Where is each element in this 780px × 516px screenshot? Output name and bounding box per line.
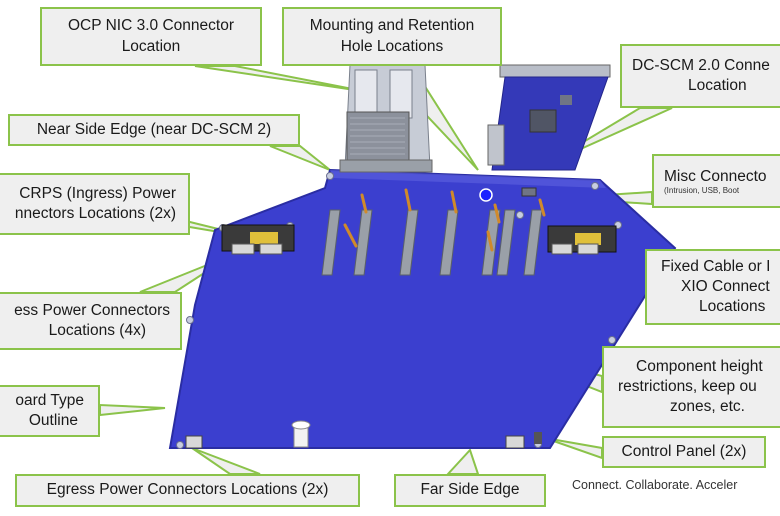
callout-fixed-cable-xio: Fixed Cable or I XIO Connect Locations (645, 249, 780, 325)
crps-power-connector-left (221, 224, 295, 255)
expansion-slots (321, 209, 543, 276)
callout-control-panel: Control Panel (2x) (602, 436, 766, 468)
slot-retention-pins (343, 188, 546, 252)
callout-mounting-holes: Mounting and Retention Hole Locations (282, 7, 502, 66)
dc-scm-card (487, 64, 611, 171)
misc-connector (521, 187, 537, 197)
callout-ocp-nic-location: OCP NIC 3.0 Connector Location (40, 7, 262, 66)
callout-egress-power-connectors: Egress Power Connectors Locations (2x) (15, 474, 360, 507)
motherboard (168, 168, 677, 449)
callout-misc-connectors: Misc Connecto (Intrusion, USB, Boot (652, 154, 780, 208)
callout-crps-power-connectors: CRPS (Ingress) Power nnectors Locations … (0, 173, 190, 235)
callout-dc-scm-location: DC-SCM 2.0 Conne Location (620, 44, 780, 108)
callout-board-type-outline: oard Type Outline (0, 385, 100, 437)
footer-tagline: Connect. Collaborate. Acceler (572, 478, 738, 492)
standoff-post (291, 420, 311, 448)
callout-ingress-power-connectors: ess Power Connectors Locations (4x) (0, 292, 182, 350)
callout-far-side-edge: Far Side Edge (394, 474, 546, 507)
crps-power-connector-right (547, 225, 617, 255)
highlight-hole-icon (479, 188, 493, 202)
ocp-nic-cards (339, 64, 433, 173)
callout-near-side-edge: Near Side Edge (near DC-SCM 2) (8, 114, 300, 146)
callout-component-restrictions: Component height restrictions, keep ou z… (602, 346, 780, 428)
control-panel-connector (505, 435, 525, 449)
egress-power-connector (185, 435, 203, 449)
